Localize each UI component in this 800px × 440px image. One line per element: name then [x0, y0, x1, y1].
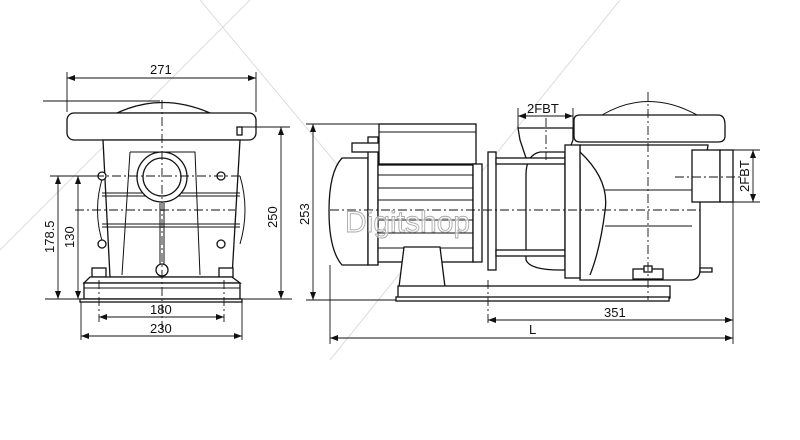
watermark: Digitshop — [345, 206, 471, 240]
watermark-text: Digitshop — [345, 206, 470, 239]
dim-271: 271 — [150, 62, 172, 77]
dim-351: 351 — [604, 305, 626, 320]
front-view: 271 250 178.5 130 180 230 — [42, 62, 292, 340]
dim-180: 180 — [150, 302, 172, 317]
dim-230: 230 — [150, 321, 172, 336]
dim-250: 250 — [265, 206, 280, 228]
dim-178-5: 178.5 — [42, 220, 57, 253]
dim-130: 130 — [62, 226, 77, 248]
dim-length-l: L — [529, 322, 536, 337]
side-view: 2FBT 2FBT 253 351 L — [297, 92, 760, 344]
dim-2fbt-top: 2FBT — [527, 101, 559, 116]
dim-2fbt-side: 2FBT — [737, 160, 752, 192]
dim-253: 253 — [297, 203, 312, 225]
